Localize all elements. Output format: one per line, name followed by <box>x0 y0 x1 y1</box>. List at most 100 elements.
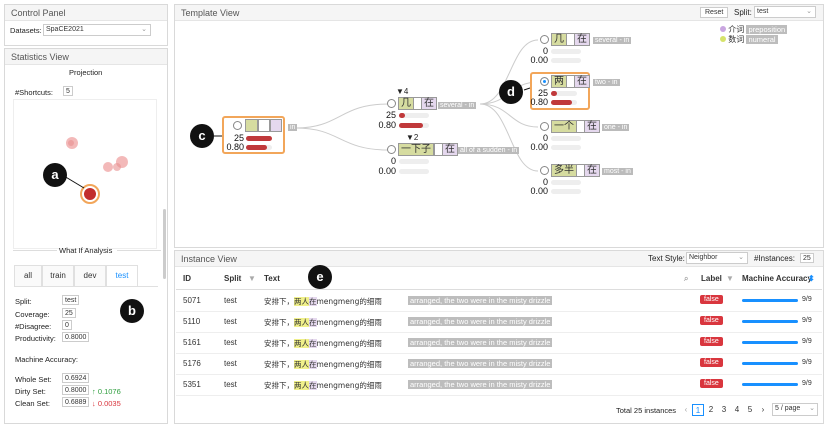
dataset-select[interactable]: SpaCE2021 ⌄ <box>43 24 151 36</box>
page-4[interactable]: 4 <box>734 405 740 414</box>
col-split[interactable]: Split <box>224 274 242 283</box>
leaf-several-edge-label: several - in <box>593 37 632 44</box>
root-count: 25 <box>233 133 244 143</box>
tree-edge <box>479 103 539 128</box>
leaf-several-radio[interactable] <box>540 35 549 44</box>
projection-point <box>103 162 113 172</box>
scrollbar[interactable] <box>163 209 166 279</box>
leaf-several-token-numeral[interactable]: 几 <box>551 33 567 46</box>
text-post: mengmeng的细雨 <box>316 297 382 306</box>
machine-accuracy-label: Machine Accuracy: <box>15 355 78 364</box>
tab-test[interactable]: test <box>106 265 138 287</box>
row-text: 安排下，两人在mengmeng的细雨 <box>264 380 382 391</box>
label-badge[interactable]: false <box>700 337 723 346</box>
coverage-value: 25 <box>62 308 76 318</box>
page-1[interactable]: 1 <box>692 404 704 416</box>
leaf-two-token-prep[interactable]: 在 <box>574 75 590 88</box>
page-2[interactable]: 2 <box>708 405 714 414</box>
leaf-most-radio[interactable] <box>540 166 549 175</box>
leaf-one-radio[interactable] <box>540 122 549 131</box>
accuracy-value: 9/9 <box>802 380 812 387</box>
legend-dot <box>720 36 726 42</box>
label-badge[interactable]: false <box>700 379 723 388</box>
row-split: test <box>224 338 237 347</box>
whole-set-label: Whole Set: <box>15 375 52 384</box>
filter-icon[interactable]: ▼ <box>248 274 256 283</box>
leaf-several-count-bar <box>551 49 581 54</box>
leaf-two-radio[interactable] <box>540 77 549 86</box>
prev-page-icon[interactable]: ‹ <box>684 405 688 414</box>
reset-button[interactable]: Reset <box>700 7 729 18</box>
search-icon[interactable]: ⌕ <box>684 274 689 283</box>
page-3[interactable]: 3 <box>721 405 727 414</box>
instances-value: 25 <box>800 253 814 263</box>
tab-train[interactable]: train <box>42 265 74 287</box>
text-post: mengmeng的细雨 <box>316 381 382 390</box>
label-badge[interactable]: false <box>700 316 723 325</box>
row-id: 5071 <box>183 296 201 305</box>
page-5[interactable]: 5 <box>747 405 753 414</box>
leaf-most-token-numeral[interactable]: 多半 <box>551 164 577 177</box>
leaf-several-token-prep[interactable]: 在 <box>574 33 590 46</box>
tree-edge <box>295 127 389 151</box>
page-size-value: 5 / page <box>775 405 801 412</box>
text-highlight: 两人 <box>294 381 309 390</box>
chevron-down-icon: ⌄ <box>738 254 744 261</box>
mid-top-radio[interactable] <box>387 99 396 108</box>
legend-item-preposition: 介词 preposition <box>720 24 788 34</box>
table-row[interactable]: 5161 test 安排下，两人在mengmeng的细雨 arranged, t… <box>176 332 822 354</box>
row-id: 5161 <box>183 338 201 347</box>
col-text[interactable]: Text <box>264 274 280 283</box>
root-ratio: 0.80 <box>226 142 244 152</box>
shortcuts-label: #Shortcuts: <box>15 88 53 97</box>
marker-d-pointer <box>523 87 531 91</box>
mid-top-token-prep[interactable]: 在 <box>421 97 437 110</box>
table-row[interactable]: 5071 test 安排下，两人在mengmeng的细雨 arranged, t… <box>176 290 822 312</box>
leaf-most-token-prep[interactable]: 在 <box>584 164 600 177</box>
projection-point <box>84 188 96 200</box>
leaf-one-token-numeral[interactable]: 一个 <box>551 120 577 133</box>
whatif-title: What If Analysis <box>59 246 113 255</box>
clean-set-label: Clean Set: <box>15 399 51 408</box>
clean-delta: ↓ 0.0035 <box>92 399 121 408</box>
leaf-two-edge-label: two - in <box>593 79 620 86</box>
text-post: mengmeng的细雨 <box>316 339 382 348</box>
shortcuts-input[interactable]: 5 <box>63 86 73 96</box>
filter-icon[interactable]: ▼ <box>726 274 734 283</box>
mid-top-token-numeral[interactable]: 几 <box>398 97 414 110</box>
mid-bottom-token-numeral[interactable]: 一下子 <box>398 143 434 156</box>
tab-dev[interactable]: dev <box>74 265 106 287</box>
label-badge[interactable]: false <box>700 295 723 304</box>
table-row[interactable]: 5351 test 安排下，两人在mengmeng的细雨 arranged, t… <box>176 374 822 396</box>
leaf-one-token-prep[interactable]: 在 <box>584 120 600 133</box>
col-label[interactable]: Label <box>701 274 722 283</box>
table-row[interactable]: 5110 test 安排下，两人在mengmeng的细雨 arranged, t… <box>176 311 822 333</box>
mid-bottom-radio[interactable] <box>387 145 396 154</box>
col-id[interactable]: ID <box>183 274 191 283</box>
chevron-down-icon: ⌄ <box>809 405 815 412</box>
page-size-select[interactable]: 5 / page ⌄ <box>772 403 818 416</box>
marker-c: c <box>190 124 214 148</box>
next-page-icon[interactable]: › <box>761 405 765 414</box>
text-highlight: 两人 <box>294 339 309 348</box>
row-text: 安排下，两人在mengmeng的细雨 <box>264 317 382 328</box>
tab-all[interactable]: all <box>14 265 42 287</box>
mid-bottom-token-prep[interactable]: 在 <box>442 143 458 156</box>
text-highlight: 两人 <box>294 360 309 369</box>
row-translation: arranged, the two were in the misty driz… <box>408 317 553 326</box>
mid-top-edge-label: several - in <box>438 102 477 109</box>
table-row[interactable]: 5176 test 安排下，两人在mengmeng的细雨 arranged, t… <box>176 353 822 375</box>
root-radio[interactable] <box>233 121 242 130</box>
col-machine-accuracy[interactable]: Machine Accuracy <box>742 274 812 283</box>
leaf-two-token-numeral[interactable]: 两 <box>551 75 567 88</box>
text-style-select[interactable]: Neighbor ⌄ <box>686 252 748 264</box>
template-split-select[interactable]: test ⌄ <box>754 6 816 18</box>
leaf-two-count: 25 <box>537 88 548 98</box>
text-post: mengmeng的细雨 <box>316 318 382 327</box>
sort-icon[interactable]: ⬍ <box>808 274 815 283</box>
statistics-view-title: Statistics View <box>11 52 69 62</box>
clean-set-value: 0.6889 <box>62 397 90 407</box>
row-translation: arranged, the two were in the misty driz… <box>408 380 553 389</box>
mid-bottom-ratio: 0.00 <box>378 166 396 176</box>
label-badge[interactable]: false <box>700 358 723 367</box>
